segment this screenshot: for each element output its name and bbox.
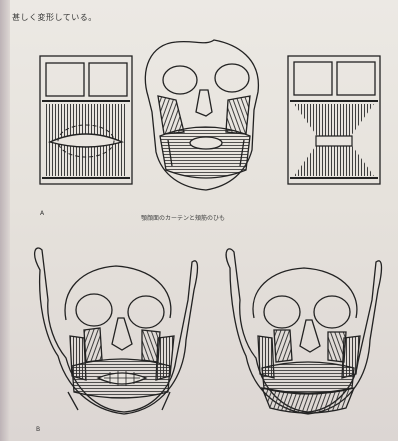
figure-b-right-skull-diagram (226, 249, 381, 414)
figure-caption: 顎顔面のカーテンと頬筋のひも (141, 213, 225, 222)
figure-a-label: A (40, 210, 44, 217)
figure-a-left-frame-diagram (40, 56, 132, 184)
figure-b-label: B (36, 426, 40, 433)
figure-b-left-skull-diagram (35, 248, 198, 414)
figure-a-skull-diagram (145, 40, 258, 190)
figure-a-right-frame-diagram (288, 56, 380, 184)
